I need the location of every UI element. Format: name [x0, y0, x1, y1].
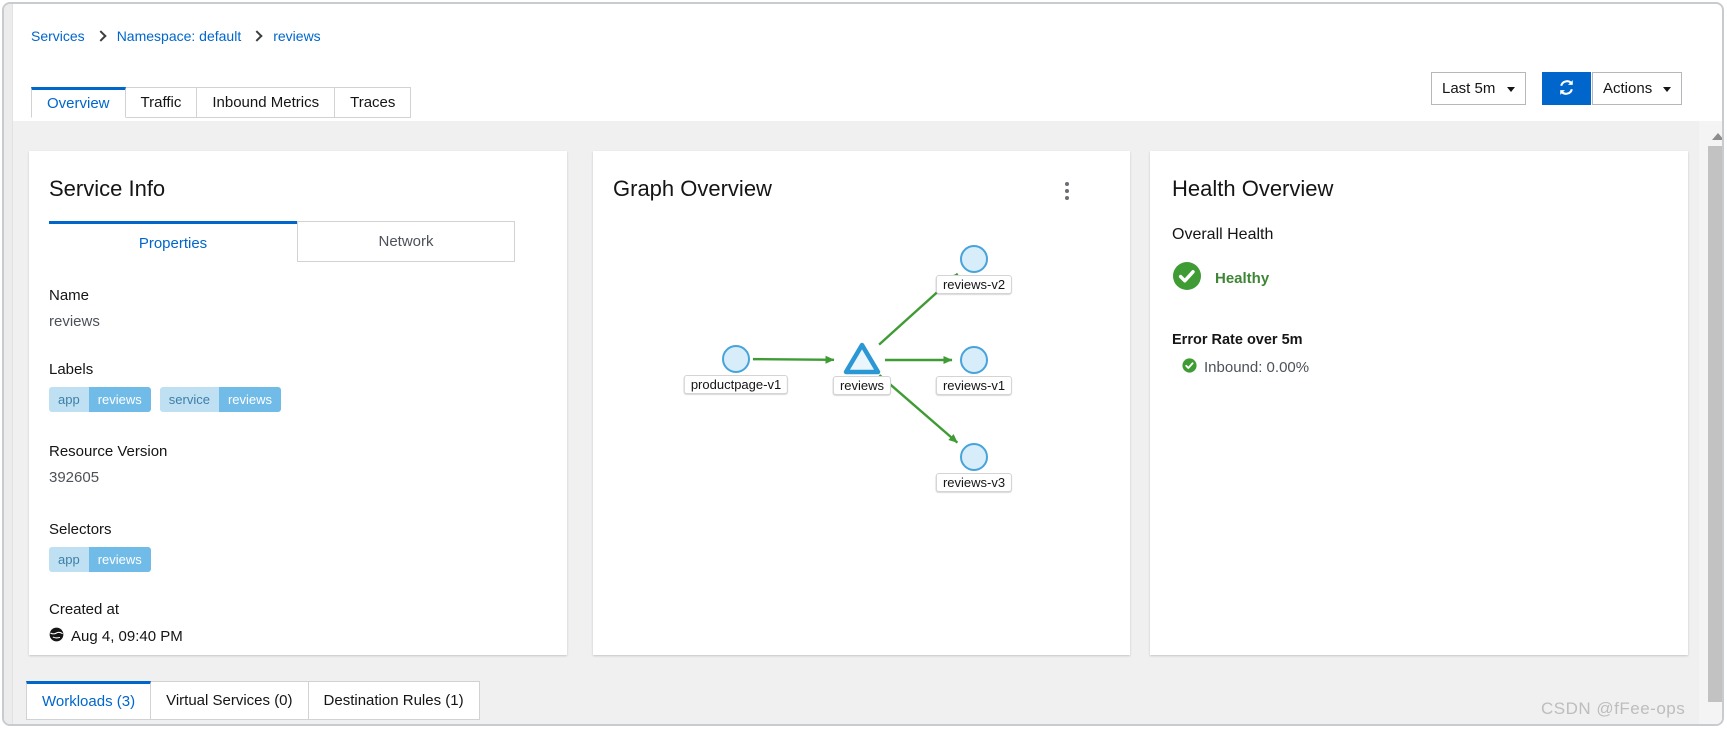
graph-node-reviews-v2[interactable]: [960, 245, 988, 273]
label-badge: app reviews: [49, 387, 151, 412]
service-info-card: Service Info Properties Network Name rev…: [29, 151, 567, 655]
breadcrumb: Services Namespace: default reviews: [31, 28, 321, 44]
graph-node-reviews-v3[interactable]: [960, 443, 988, 471]
actions-dropdown-label: Actions: [1603, 80, 1653, 97]
scrollbar-thumb[interactable]: [1708, 146, 1722, 702]
graph-node-reviews[interactable]: [843, 342, 881, 375]
angle-right-icon: [251, 30, 263, 42]
health-overview-title: Health Overview: [1172, 176, 1334, 201]
graph-overview-title: Graph Overview: [613, 176, 772, 201]
graph-node-productpage-v1[interactable]: [722, 345, 750, 373]
duration-select-value: Last 5m: [1442, 80, 1496, 97]
service-detail-tabs: Overview Traffic Inbound Metrics Traces: [31, 87, 412, 118]
actions-dropdown[interactable]: Actions: [1592, 72, 1682, 105]
health-status-row: Healthy: [1172, 261, 1668, 296]
graph-edge: [878, 272, 959, 346]
tab-traffic[interactable]: Traffic: [125, 87, 198, 118]
graph-overview-canvas: [722, 245, 988, 471]
inbound-error-rate-value: Inbound: 0.00%: [1204, 359, 1310, 376]
selector-key: app: [49, 547, 89, 572]
error-rate-label: Error Rate over 5m: [1172, 332, 1303, 348]
left-gutter: [4, 4, 13, 724]
service-info-title: Service Info: [49, 176, 166, 201]
scroll-up-arrow-icon[interactable]: [1712, 133, 1722, 140]
sync-icon: [1557, 78, 1576, 100]
inbound-error-rate-row: Inbound: 0.00%: [1182, 358, 1668, 377]
label-value: reviews: [218, 387, 282, 412]
refresh-button[interactable]: [1542, 72, 1591, 105]
created-at-label: Created at: [49, 601, 120, 618]
selectors-label: Selectors: [49, 521, 112, 538]
service-info-tabs: Properties Network: [49, 221, 567, 262]
tab-traces[interactable]: Traces: [335, 87, 412, 118]
label-value: reviews: [88, 387, 151, 412]
service-properties: Name reviews Labels app reviews service …: [49, 287, 547, 646]
overall-health-label: Overall Health: [1172, 226, 1274, 243]
tab-network[interactable]: Network: [297, 221, 515, 262]
name-label: Name: [49, 287, 90, 304]
check-circle-icon: [1182, 358, 1197, 377]
tab-destination-rules[interactable]: Destination Rules (1): [308, 681, 480, 720]
name-value: reviews: [49, 313, 100, 330]
resource-version-value: 392605: [49, 469, 100, 486]
selector-badge: app reviews: [49, 547, 151, 572]
label-badge: service reviews: [159, 387, 282, 412]
duration-select[interactable]: Last 5m: [1431, 72, 1526, 105]
service-resources-tabs: Workloads (3) Virtual Services (0) Desti…: [26, 681, 480, 720]
caret-down-icon: [1663, 87, 1671, 92]
watermark: CSDN @fFee-ops: [1541, 699, 1686, 718]
selector-value: reviews: [88, 547, 151, 572]
selectors-badges: app reviews: [49, 547, 547, 572]
tab-properties[interactable]: Properties: [49, 221, 297, 262]
created-at-value: Aug 4, 09:40 PM: [71, 628, 183, 645]
resource-version-label: Resource Version: [49, 443, 168, 460]
caret-down-icon: [1507, 87, 1515, 92]
graph-edge: [752, 355, 835, 364]
tab-workloads[interactable]: Workloads (3): [26, 681, 152, 720]
labels-badges: app reviews service reviews: [49, 387, 547, 412]
graph-node-reviews-v1[interactable]: [960, 346, 988, 374]
breadcrumb-current-service: reviews: [273, 28, 321, 44]
breadcrumb-services-link[interactable]: Services: [31, 28, 85, 44]
tab-virtual-services[interactable]: Virtual Services (0): [151, 681, 309, 720]
breadcrumb-namespace-link[interactable]: Namespace: default: [116, 28, 242, 44]
globe-icon: [49, 627, 64, 646]
health-overview-card: Health Overview Overall Health Healthy E…: [1150, 151, 1688, 655]
check-circle-icon: [1172, 261, 1202, 296]
tab-inbound-metrics[interactable]: Inbound Metrics: [197, 87, 336, 118]
angle-right-icon: [95, 30, 107, 42]
label-key: service: [159, 387, 219, 412]
kebab-menu-icon[interactable]: [1059, 177, 1075, 205]
tab-overview[interactable]: Overview: [31, 87, 126, 118]
labels-label: Labels: [49, 361, 94, 378]
health-status-text: Healthy: [1215, 270, 1270, 287]
label-key: app: [49, 387, 89, 412]
graph-edge: [878, 374, 959, 444]
